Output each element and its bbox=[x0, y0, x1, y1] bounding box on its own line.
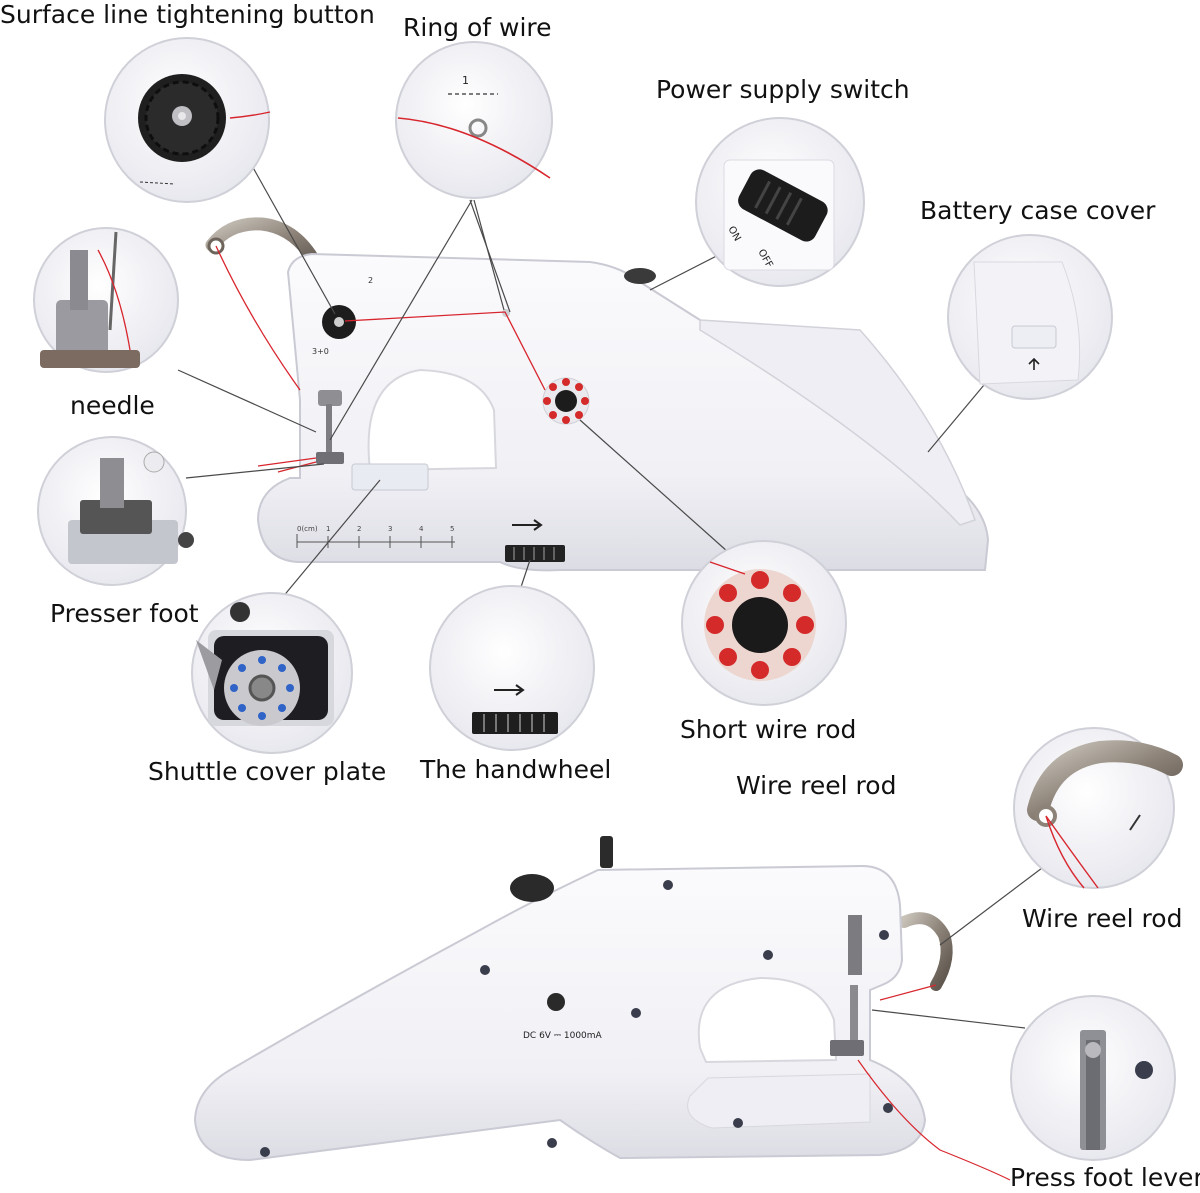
detail-power-switch: ON OFF bbox=[695, 117, 865, 287]
label-ring-of-wire: Ring of wire bbox=[403, 13, 552, 42]
label-shuttle-cover-plate: Shuttle cover plate bbox=[148, 757, 387, 786]
detail-short-wire-rod bbox=[681, 540, 847, 706]
detail-wire-reel-rod bbox=[1013, 727, 1183, 889]
short-wire-rod-knob bbox=[555, 390, 577, 412]
detail-press-foot-lever bbox=[1010, 995, 1176, 1161]
label-battery-case-cover: Battery case cover bbox=[920, 196, 1156, 225]
direction-arrow-icon bbox=[512, 519, 543, 531]
detail-presser-foot bbox=[37, 436, 194, 586]
top-machine-body bbox=[256, 252, 990, 572]
detail-shuttle-cover bbox=[191, 592, 353, 754]
label-needle: needle bbox=[70, 391, 155, 420]
detail-ring-of-wire: 1 bbox=[395, 41, 553, 199]
ruler-tick-label: 2 bbox=[357, 525, 361, 533]
bottom-machine: DC 6V ⎓ 1000mA bbox=[193, 836, 1011, 1181]
top-machine: 0(cm) 1 2 3 4 5 3+0 2 bbox=[205, 217, 990, 572]
label-presser-foot: Presser foot bbox=[50, 599, 199, 628]
detail-battery-cover bbox=[947, 234, 1113, 400]
label-press-foot-lever: Press foot lever bbox=[1010, 1163, 1200, 1192]
ruler bbox=[296, 534, 455, 548]
ruler-tick-label: 1 bbox=[326, 525, 330, 533]
bottom-tension-knob bbox=[510, 874, 554, 902]
detail-needle bbox=[33, 227, 179, 373]
label-surface-line-tightening-button: Surface line tightening button bbox=[0, 0, 375, 29]
detail-handwheel bbox=[429, 585, 595, 751]
ruler-tick-label: 5 bbox=[450, 525, 454, 533]
ruler-tick-label: 3 bbox=[388, 525, 392, 533]
tension-mark: 3+0 bbox=[312, 347, 329, 356]
label-the-handwheel: The handwheel bbox=[420, 755, 612, 784]
ring-dial-mark: 1 bbox=[462, 74, 469, 87]
label-wire-reel-rod-right: Wire reel rod bbox=[1022, 904, 1183, 933]
power-rating-label: DC 6V ⎓ 1000mA bbox=[523, 1031, 603, 1041]
handwheel bbox=[505, 545, 565, 562]
top-power-switch bbox=[624, 268, 656, 284]
label-power-supply-switch: Power supply switch bbox=[656, 75, 910, 104]
ruler-tick-label: 4 bbox=[419, 525, 424, 533]
detail-tightening-button bbox=[104, 37, 271, 203]
label-wire-reel-rod-top: Wire reel rod bbox=[736, 771, 897, 800]
ruler-unit: 0(cm) bbox=[297, 525, 318, 533]
dial-mark: 2 bbox=[368, 276, 373, 285]
label-short-wire-rod: Short wire rod bbox=[680, 715, 857, 744]
